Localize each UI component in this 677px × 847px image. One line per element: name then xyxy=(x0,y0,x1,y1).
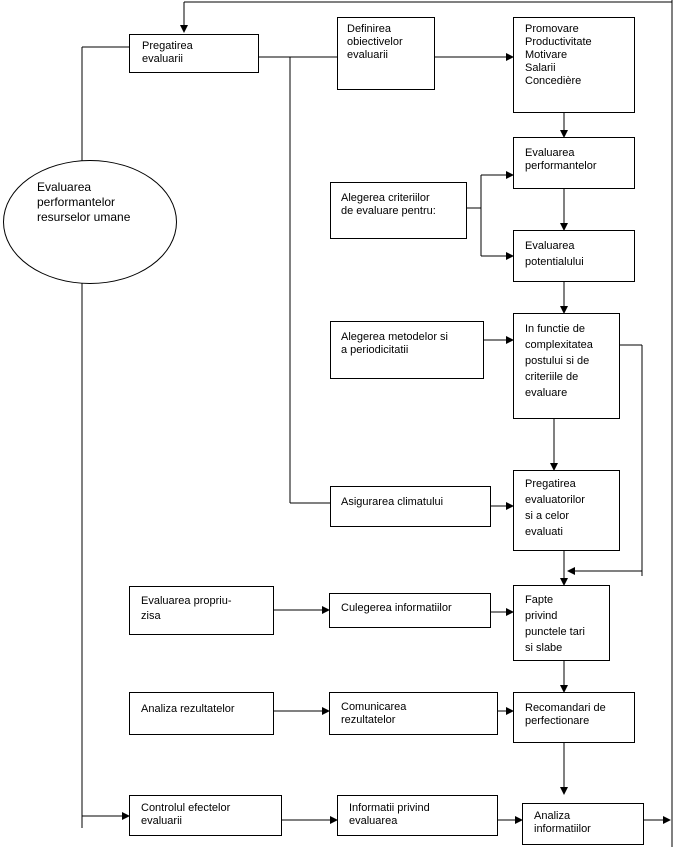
informatii-evaluarea-label: Informatii privind evaluarea xyxy=(349,802,430,827)
analiza-informatiilor-label: Analiza informatiilor xyxy=(534,810,591,835)
promovare-label: Promovare Productivitate Motivare Salari… xyxy=(525,23,592,87)
evaluarea-performantelor-box xyxy=(513,137,635,189)
evaluarea-potentialului-box xyxy=(513,230,635,282)
comunicarea-rezultatelor-label: Comunicarea rezultatelor xyxy=(341,701,407,726)
definirea-obiectivelor-label: Definirea obiectivelor evaluarii xyxy=(347,23,403,61)
in-functie-box xyxy=(513,313,620,419)
fapte-box xyxy=(513,585,610,661)
pregatirea-evaluarii-label: Pregatirea evaluarii xyxy=(142,40,193,65)
asigurarea-climatului-box xyxy=(330,486,491,527)
analiza-rezultatelor-box xyxy=(129,692,274,735)
pregatirea-evaluatorilor-label: Pregatirea evaluatorilor si a celor eval… xyxy=(525,478,585,538)
fapte-label: Fapte privind punctele tari si slabe xyxy=(525,594,585,654)
main-ellipse xyxy=(3,160,177,284)
pregatirea-evaluarii-box xyxy=(129,34,259,73)
evaluarea-potentialului-label: Evaluarea potentialului xyxy=(525,240,584,268)
promovare-box xyxy=(513,17,635,113)
informatii-evaluarea-box xyxy=(337,795,498,836)
main-ellipse-label: Evaluarea performantelor resurselor uman… xyxy=(37,180,131,224)
alegerea-criteriilor-box xyxy=(330,182,467,239)
pregatirea-evaluatorilor-box xyxy=(513,470,620,551)
recomandari-label: Recomandari de perfectionare xyxy=(525,702,606,727)
asigurarea-climatului-label: Asigurarea climatului xyxy=(341,496,444,508)
culegerea-informatiilor-label: Culegerea informatiilor xyxy=(341,602,452,614)
analiza-rezultatelor-label: Analiza rezultatelor xyxy=(141,703,235,715)
analiza-informatiilor-box xyxy=(522,803,644,845)
recomandari-box xyxy=(513,692,635,743)
culegerea-informatiilor-box xyxy=(329,593,491,628)
comunicarea-rezultatelor-box xyxy=(329,692,498,735)
evaluarea-performantelor-label: Evaluarea performantelor xyxy=(525,147,597,172)
evaluarea-propriu-zisa-box xyxy=(129,586,274,635)
alegerea-criteriilor-label: Alegerea criteriilor de evaluare pentru: xyxy=(341,192,436,217)
definirea-obiectivelor-box xyxy=(337,17,435,90)
alegerea-metodelor-box xyxy=(330,321,484,379)
controlul-efectelor-box xyxy=(129,795,282,836)
controlul-efectelor-label: Controlul efectelor evaluarii xyxy=(141,802,231,827)
evaluarea-propriu-zisa-label: Evaluarea propriu- zisa xyxy=(141,595,232,622)
alegerea-metodelor-label: Alegerea metodelor si a periodicitatii xyxy=(341,331,449,356)
in-functie-label: In functie de complexitatea postului si … xyxy=(525,323,593,399)
